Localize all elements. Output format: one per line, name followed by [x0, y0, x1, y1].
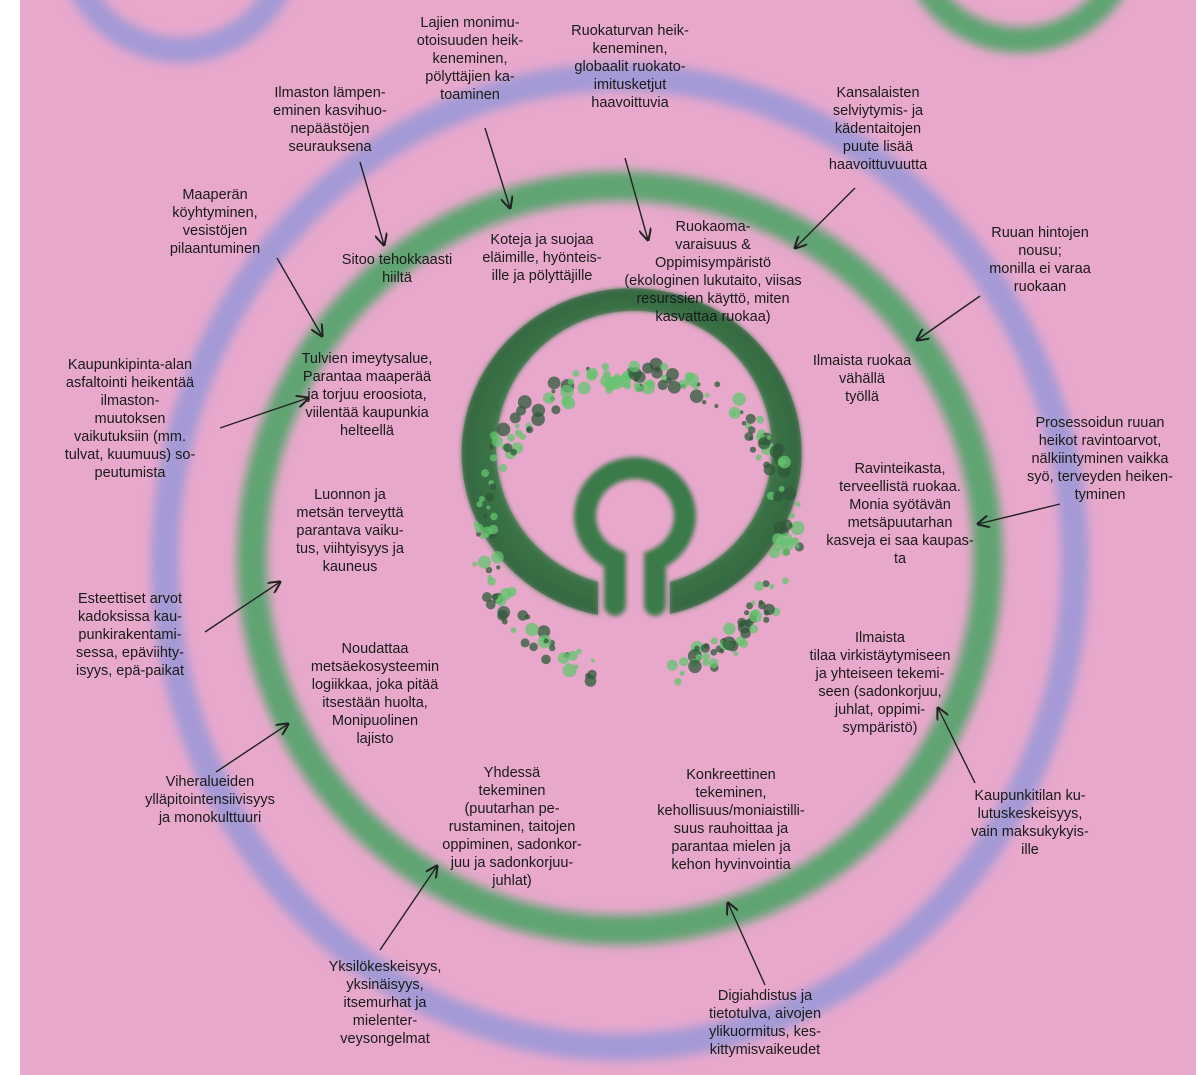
label-concrete-activity: Konkreettinen tekeminen, kehollisuus/mon…: [657, 767, 805, 873]
arrow-skills: [795, 187, 856, 248]
label-digital-anxiety: Digiahdistus ja tietotulva, aivojen ylik…: [708, 988, 822, 1058]
corner-ring-top-right: [918, 0, 1122, 53]
label-urban-asphalt: Kaupunkipinta-alan asfaltointi heikentää…: [64, 357, 196, 481]
label-flood-absorption: Tulvien imeytysalue, Parantaa maaperää j…: [301, 351, 433, 439]
arrows: [204, 127, 1061, 986]
diagram-canvas: Sitoo tehokkaasti hiiltä Koteja ja suoja…: [20, 0, 1196, 1075]
label-food-self-sufficiency: Ruokaoma- varaisuus & Oppimisympäristö (…: [624, 219, 802, 325]
label-biodiversity-loss: Lajien monimu- otoisuuden heik- kenemine…: [416, 15, 524, 103]
arrow-processed: [978, 503, 1061, 524]
arrow-digital: [728, 903, 766, 986]
label-climate-warming: Ilmaston lämpen- eminen kasvihuo- nepääs…: [273, 85, 387, 155]
inner-ring: [237, 171, 1003, 945]
arrow-soil: [276, 257, 322, 336]
arrow-food-security: [624, 157, 648, 240]
label-soil-depletion: Maaperän köyhtyminen, vesistöjen pilaant…: [169, 187, 261, 257]
arrow-asphalt: [219, 398, 308, 429]
label-free-recreation-space: Ilmaista tilaa virkistäytymiseen ja yhte…: [809, 630, 951, 736]
arrow-individualism: [379, 866, 437, 951]
arrow-food-prices: [917, 295, 981, 340]
arrow-maintenance: [215, 724, 288, 773]
label-nature-health: Luonnon ja metsän terveyttä parantava va…: [296, 487, 404, 575]
label-food-security: Ruokaturvan heik- keneminen, globaalit r…: [571, 23, 689, 111]
label-skills-shortage: Kansalaisten selviytymis- ja kädentaitoj…: [828, 85, 928, 173]
arrow-consumption: [938, 708, 976, 784]
label-animal-habitat: Koteja ja suojaa eläimille, hyönteis- il…: [482, 232, 602, 284]
corner-ring-top-left: [72, 0, 288, 63]
arrow-biodiversity: [484, 127, 510, 208]
label-consumerism: Kaupunkitilan ku- lutuskeskeisyys, vain …: [971, 788, 1089, 858]
label-forest-ecosystem: Noudattaa metsäekosysteemin logiikkaa, j…: [310, 641, 440, 747]
label-free-food: Ilmaista ruokaa vähällä työllä: [812, 353, 912, 405]
label-green-maintenance: Viheralueiden ylläpitointensiivisyys ja …: [145, 774, 275, 826]
keyhole-wreath-image: [461, 288, 805, 687]
label-aesthetic-values: Esteettiset arvot kadoksissa kau- punkir…: [76, 591, 184, 679]
label-processed-food: Prosessoidun ruuan heikot ravintoarvot, …: [1027, 415, 1173, 503]
diagram-graphics: [72, 0, 1122, 1061]
label-doing-together: Yhdessä tekeminen (puutarhan pe- rustami…: [442, 765, 582, 889]
label-individualism: Yksilökeskeisyys, yksinäisyys, itsemurha…: [328, 959, 442, 1047]
arrow-aesthetic: [204, 582, 280, 633]
label-carbon-storage: Sitoo tehokkaasti hiiltä: [341, 252, 453, 286]
label-nutritious-food: Ravinteikasta, terveellistä ruokaa. Moni…: [826, 461, 974, 567]
outer-ring: [151, 63, 1089, 1061]
arrow-warming: [359, 161, 384, 245]
label-food-prices: Ruuan hintojen nousu; monilla ei varaa r…: [989, 225, 1091, 295]
